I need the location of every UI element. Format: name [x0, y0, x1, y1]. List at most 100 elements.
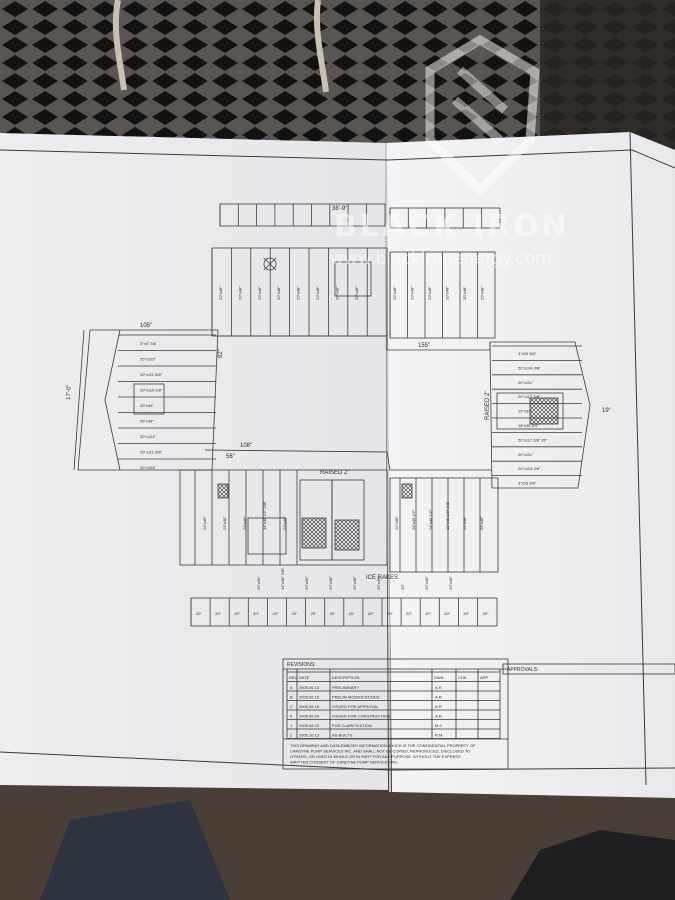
- drain-grid: [401, 483, 413, 499]
- bottom-dim-label: 20"x46": [304, 576, 309, 590]
- right-row-label: 20"x117 3/8": [518, 394, 541, 399]
- top-row-label: 20"x48": [445, 286, 450, 300]
- strip-cell-label: 20": [292, 611, 298, 616]
- bottom-row-label: 14"x48 1/2" 20E: [262, 501, 267, 530]
- confidentiality-notice: CANDYNE PUMP SERVICES INC. AND SHALL NOT…: [290, 749, 470, 754]
- strip-cell-label: 20": [234, 611, 240, 616]
- rev-drawn-by: A.R.: [435, 704, 443, 709]
- rev-cell: C: [290, 704, 293, 709]
- rev-drawn-by: A.R.: [435, 714, 443, 719]
- strip-cell-label: 20": [463, 611, 469, 616]
- top-row-label: 20"x48": [315, 286, 320, 300]
- cross-hatch-panel: [334, 519, 360, 551]
- strip-cell-label: 20": [406, 611, 412, 616]
- rev-date: 2005.06.18: [299, 704, 320, 709]
- floor-plan: [73, 203, 591, 627]
- strip-cell-label: 20": [196, 611, 202, 616]
- right-row-label: 18"x36 3/4": [518, 423, 539, 428]
- rev-column-header: CHK: [458, 675, 467, 680]
- strip-cell-label: 20": [349, 611, 355, 616]
- top-row-label: 20"x48": [257, 286, 262, 300]
- rev-column-header: REV: [289, 675, 298, 680]
- top-row-label: 20"x48": [276, 286, 281, 300]
- label-raised-right: RAISED 2": [485, 391, 491, 420]
- confidentiality-notice: THIS DRAWING AND DATA EMBODY INFORMATION…: [290, 743, 476, 748]
- strip-cell-label: 20": [330, 611, 336, 616]
- bottom-dim-label: 20"x46": [376, 576, 381, 590]
- strip-cell-label: 20": [311, 611, 317, 616]
- left-row-label: 20"x48": [140, 419, 154, 424]
- rev-drawn-by: R.M.: [435, 733, 443, 738]
- bag-shape: [510, 830, 675, 900]
- rev-cell: 0: [290, 714, 293, 719]
- confidentiality-notice: OTHERS, OR USED IN WHOLE OR IN PART FOR …: [290, 754, 461, 759]
- rev-date: 2005.06.15: [299, 695, 320, 700]
- rev-drawn-by: A.R.: [435, 695, 443, 700]
- watermark-url: www.blackironenergy.com: [330, 249, 552, 269]
- left-row-label: 20"x40": [140, 403, 154, 408]
- rev-description: PRELIM MODIFICATIONS: [332, 695, 380, 700]
- approvals-header: APPROVALS:: [507, 667, 538, 673]
- bottom-dim-label: 20": [400, 584, 405, 590]
- left-row-label: 20"x104": [140, 465, 157, 470]
- left-row-label: 20"x102": [140, 357, 157, 362]
- right-row-label: 3"x53 3/8": [518, 351, 537, 356]
- top-row-label: 20"x48": [410, 286, 415, 300]
- bottom-row-label: 20"x48": [462, 516, 467, 530]
- label-raised-top: RAISED 2": [320, 470, 349, 476]
- left-row-label: 20"x121": [140, 434, 157, 439]
- title-block: [282, 658, 675, 770]
- plan-labels: 38'-9" 17'-0" 105" 108" 56" 155" 19" RAI…: [66, 206, 611, 616]
- strip-cell-label: 20": [253, 611, 259, 616]
- right-row-label: 20"x111": [518, 380, 534, 385]
- strip-cell-label: 20": [272, 611, 278, 616]
- bottom-dim-label: 20"x48": [424, 576, 429, 590]
- rev-column-header: DWN: [434, 675, 444, 680]
- drain-grid: [217, 483, 229, 499]
- bottom-dim-label: 20"x46": [256, 576, 261, 590]
- dim-v-92: 92": [218, 349, 224, 358]
- dim-top-overall: 38'-9": [332, 206, 347, 212]
- bottom-dim-label: 20"x48": [448, 576, 453, 590]
- left-row-label: 3"x5" 3/8: [140, 341, 157, 346]
- rev-cell: 2: [290, 733, 293, 738]
- rev-description: ISSUED FOR CONSTRUCTION: [332, 714, 390, 719]
- right-row-label: 20"x111": [518, 452, 534, 457]
- strip-cell-label: 20": [444, 611, 450, 616]
- rev-cell: B: [290, 695, 293, 700]
- dim-right-side: 19": [602, 408, 611, 414]
- top-row-label: 20"x48": [334, 286, 339, 300]
- right-row-label: 20"x104 3/8": [518, 466, 541, 471]
- top-row-label: 20"x48": [462, 286, 467, 300]
- rev-column-header: APP: [480, 675, 488, 680]
- bottom-row-label: 20"x48": [479, 516, 484, 530]
- strip-cell-label: 20": [368, 611, 374, 616]
- bottom-row-label: 20"x46 1/2": [411, 509, 416, 530]
- confidentiality-notice: WRITTEN CONSENT OF CANDYNE PUMP SERVICES…: [290, 760, 399, 765]
- bottom-row-label: 20"x48 1/2": [428, 509, 433, 530]
- cross-hatch-panel: [529, 397, 559, 425]
- rev-drawn-by: A.R.: [435, 685, 443, 690]
- rev-date: 2005.10.13: [299, 733, 320, 738]
- watermark-brand: BLACK IRON: [334, 209, 570, 244]
- rev-description: PRELIMINARY: [332, 685, 359, 690]
- rev-description: ISSUED FOR APPROVAL: [332, 704, 379, 709]
- top-row-label: 20"x48": [296, 286, 301, 300]
- top-row-label: 20"x48": [354, 286, 359, 300]
- bottom-dim-label: 20"x48": [328, 576, 333, 590]
- bottom-dim-label: 14"x48" 20E: [280, 568, 285, 590]
- watermark: BLACK IRON www.blackironenergy.com: [330, 34, 570, 269]
- bottom-row-label: 11"x48 1/2" 20E: [445, 501, 450, 530]
- revisions-header: REVISIONS:: [287, 662, 316, 668]
- rev-date: 2005.08.22: [299, 723, 320, 728]
- right-row-label: 3"x53 3/8": [518, 481, 537, 486]
- dim-mid-56: 56": [226, 454, 235, 460]
- paper-right-sheet: [385, 132, 675, 798]
- bottom-dim-label: 20"x48": [352, 576, 357, 590]
- strip-cell-label: 20": [483, 611, 489, 616]
- bottom-row-label: 20"x48": [222, 516, 227, 530]
- dim-mid-155: 155": [418, 343, 430, 349]
- right-row-label: 20"x104 3/8": [518, 365, 541, 370]
- strip-cell-label: 20": [387, 611, 393, 616]
- dim-bottom-width: 108": [240, 443, 252, 449]
